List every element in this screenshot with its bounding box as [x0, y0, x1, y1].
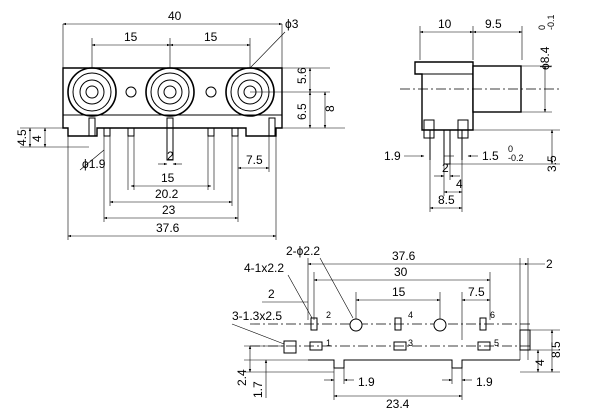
dim-7-5: 7.5	[246, 153, 263, 167]
pin	[88, 117, 96, 137]
leader-line	[231, 323, 285, 345]
dim-dia-8-4: ϕ8.4	[538, 46, 552, 70]
pcb-outline	[308, 359, 520, 369]
pcb-edge-tab	[519, 329, 531, 351]
side-pin	[457, 119, 469, 139]
slots-note-4: 4-1x2.2	[244, 261, 284, 275]
dim-15: 15	[392, 285, 406, 299]
dim-4: 4	[456, 177, 463, 191]
dim-1-9-left: 1.9	[358, 375, 375, 389]
pcb-slot	[283, 340, 297, 354]
dim-5-6: 5.6	[295, 67, 309, 84]
pin-label-4: 4	[408, 310, 413, 320]
pin-label-1: 1	[326, 338, 331, 348]
dim-6-5: 6.5	[295, 103, 309, 120]
pin	[268, 117, 276, 137]
pin	[231, 127, 239, 137]
dim-9-5: 9.5	[485, 17, 502, 31]
dim-3-5: 3.5	[545, 155, 559, 172]
jack-middle	[145, 67, 195, 117]
holes-note: 2-ϕ2.2	[286, 244, 320, 258]
dim-2: 2	[442, 161, 449, 175]
slots-note-3: 3-1.3x2.5	[232, 309, 282, 323]
pin-label-3: 3	[408, 338, 413, 348]
pcb-slot	[477, 341, 491, 351]
pcb-slot	[309, 341, 323, 351]
pin	[127, 127, 135, 137]
dim-37-6: 37.6	[392, 249, 416, 263]
dim-23: 23	[162, 203, 176, 217]
side-view: 10 9.5 ϕ8.4 0 -0.1 3.5 1.9 1.5 0 -0.2	[384, 14, 560, 212]
leader-line	[319, 257, 354, 319]
pin	[166, 117, 174, 161]
dim-1-9: 1.9	[384, 149, 401, 163]
dim-2-top: 2	[546, 257, 553, 271]
mounting-hole	[125, 86, 137, 98]
pin-label-6: 6	[490, 310, 495, 320]
dim-hole-diameter: ϕ3	[285, 17, 299, 31]
pin-label-5: 5	[494, 338, 499, 348]
dim-pitch-right: 15	[204, 30, 218, 44]
dim-8: 8	[323, 105, 337, 112]
pin	[207, 127, 215, 137]
side-pin	[423, 119, 435, 139]
dim-8-5: 8.5	[438, 193, 455, 207]
dim-15: 15	[161, 171, 175, 185]
dim-pin-diameter: ϕ1.9	[82, 157, 106, 171]
front-view: 40 ϕ3 15 15	[15, 9, 345, 240]
dim-4: 4	[30, 135, 44, 142]
dim-2-4: 2.4	[235, 369, 249, 386]
pcb-slot	[393, 341, 407, 351]
pin-label-2: 2	[326, 310, 331, 320]
pcb-hole	[433, 318, 447, 332]
tol-lower: -0.2	[508, 153, 524, 163]
dim-2: 2	[167, 149, 174, 163]
dim-7-5: 7.5	[468, 285, 485, 299]
dim-4-5: 4.5	[15, 129, 29, 146]
dim-8-5: 8.5	[549, 341, 563, 358]
side-body	[414, 61, 474, 131]
dim-30: 30	[394, 265, 408, 279]
pcb-slot	[479, 317, 487, 331]
leader-line	[79, 149, 105, 171]
pin	[103, 127, 111, 137]
pcb-slot	[310, 317, 318, 331]
dim-1-7: 1.7	[251, 381, 265, 398]
dim-23-4: 23.4	[386, 397, 410, 411]
pcb-hole	[349, 318, 363, 332]
dim-10: 10	[438, 17, 452, 31]
leader-line	[287, 274, 313, 319]
dim-37-6: 37.6	[156, 221, 180, 235]
pcb-layout: 37.6 2 30 15 7.5 2-ϕ2.2 4-1x2.2 2 3-1.3x…	[231, 244, 563, 411]
dim-2-left: 2	[268, 287, 275, 301]
side-pin-long	[443, 129, 451, 165]
mounting-hole	[205, 86, 217, 98]
tol-lower: -0.1	[546, 14, 556, 30]
dim-pitch-left: 15	[124, 30, 138, 44]
dim-1-5: 1.5	[482, 149, 499, 163]
leader-line	[249, 31, 286, 69]
tol-upper: 0	[508, 144, 513, 154]
dim-4: 4	[533, 359, 547, 366]
dim-20-2: 20.2	[155, 187, 179, 201]
jack-left	[67, 67, 117, 117]
tol-upper: 0	[537, 25, 547, 30]
dim-1-9-right: 1.9	[476, 375, 493, 389]
dim-overall-width: 40	[168, 9, 182, 23]
pcb-slot	[394, 317, 402, 331]
